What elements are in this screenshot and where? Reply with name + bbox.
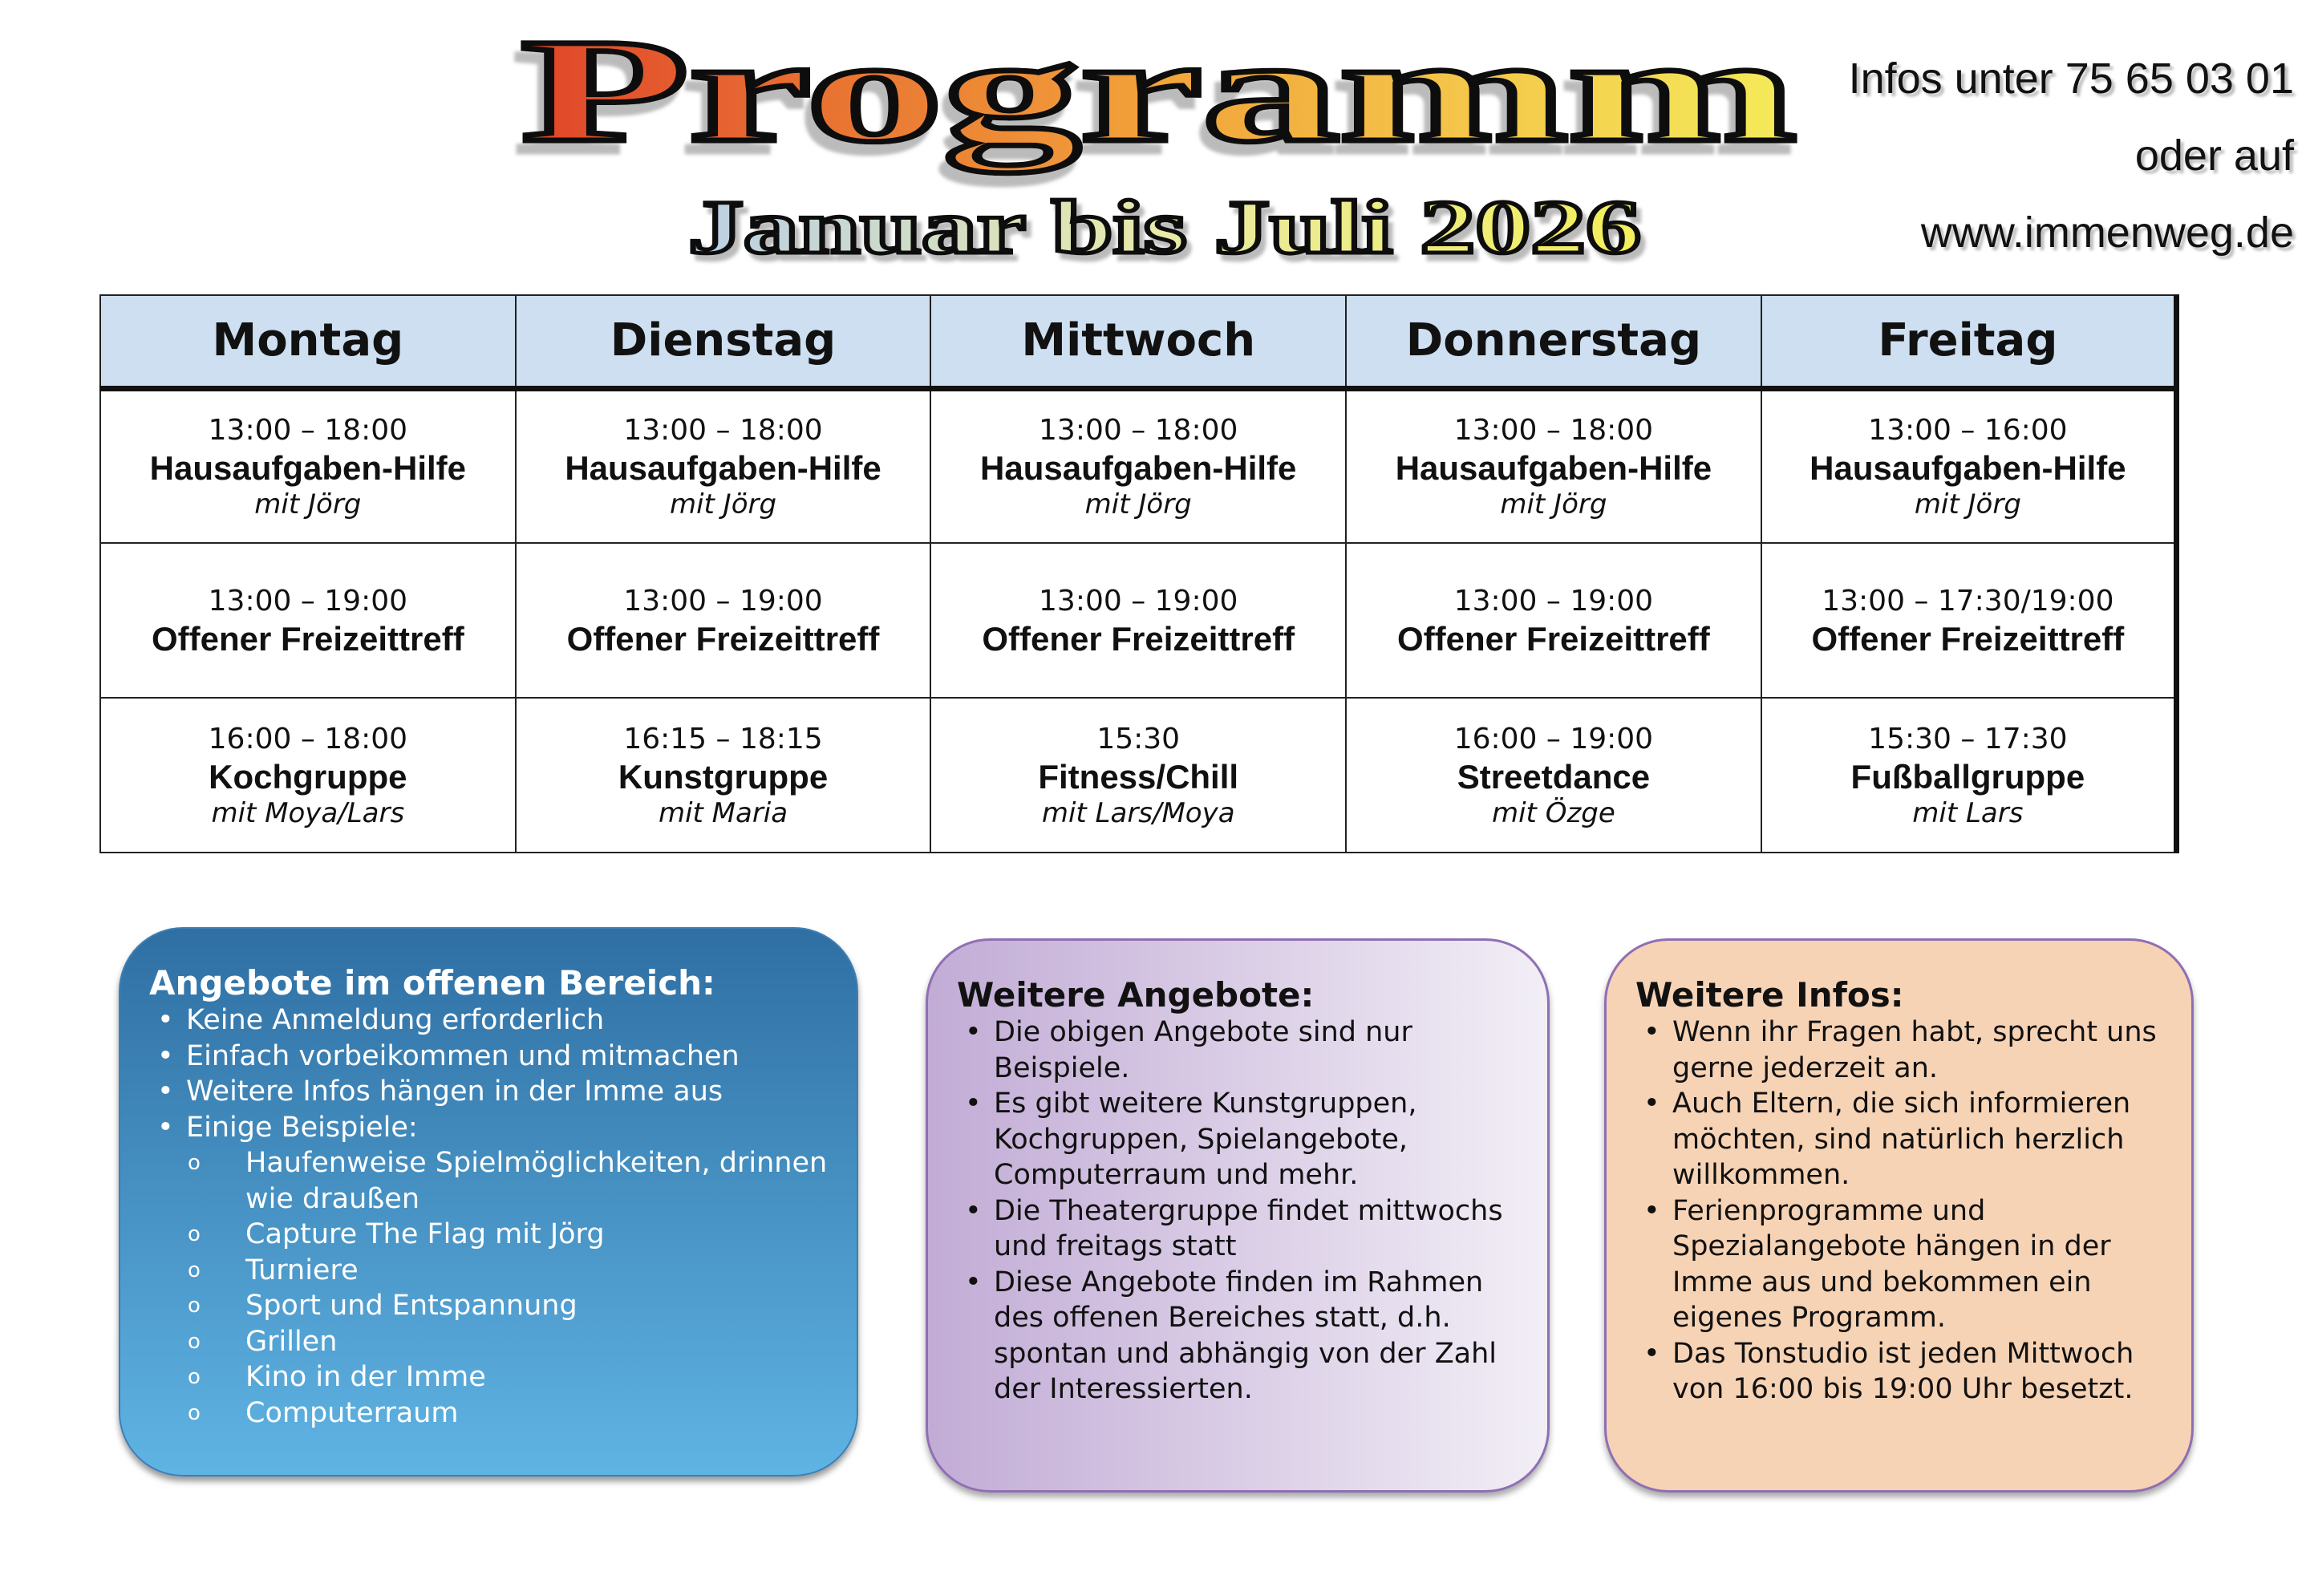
- box-title: Weitere Infos:: [1635, 975, 1904, 1015]
- activity-name: Hausaufgaben-Hilfe: [565, 448, 881, 487]
- activity-name: Hausaufgaben-Hilfe: [1395, 448, 1712, 487]
- time-range: 13:00 – 19:00: [1453, 584, 1654, 618]
- time-range: 13:00 – 19:00: [623, 584, 823, 618]
- time-range: 15:30 – 17:30: [1868, 722, 2068, 755]
- time-range: 16:00 – 18:00: [208, 722, 408, 755]
- box-title: Angebote im offenen Bereich:: [149, 963, 715, 1003]
- activity-name: Offener Freizeittreff: [151, 619, 464, 658]
- activity-name: Hausaufgaben-Hilfe: [149, 448, 467, 487]
- supervisor: mit Özge: [1491, 796, 1615, 829]
- activity-name: Offener Freizeittreff: [1811, 619, 2125, 658]
- supervisor: mit Jörg: [669, 488, 777, 521]
- activity-name: Offener Freizeittreff: [1397, 619, 1710, 658]
- sub-list-item: Computerraum: [149, 1395, 833, 1432]
- activity-name: Offener Freizeittreff: [982, 619, 1295, 658]
- more-info-box: Weitere Infos: Wenn ihr Fragen habt, spr…: [1604, 938, 2194, 1493]
- day-header-montag: Montag: [99, 294, 517, 391]
- activity-name: Streetdance: [1457, 757, 1651, 796]
- time-range: 13:00 – 19:00: [1039, 584, 1238, 618]
- activity-name: Fußballgruppe: [1850, 757, 2085, 796]
- title-banner: Programm Januar bis Juli 2026: [519, 6, 1800, 272]
- sub-list-item: Haufenweise Spielmöglichkeiten, drinnen …: [149, 1145, 833, 1217]
- contact-or: oder auf: [2134, 132, 2294, 180]
- time-range: 13:00 – 17:30/19:00: [1822, 584, 2114, 618]
- list-item: Weitere Infos hängen in der Imme aus: [149, 1074, 833, 1110]
- list-item: Das Tonstudio ist jeden Mittwoch von 16:…: [1635, 1336, 2167, 1408]
- time-range: 13:00 – 19:00: [208, 584, 408, 618]
- activity-name: Kunstgruppe: [618, 757, 829, 796]
- page-subtitle: Januar bis Juli 2026: [688, 184, 1641, 269]
- list-item: Auch Eltern, die sich informieren möchte…: [1635, 1086, 2167, 1193]
- list-item: Ferienprogramme und Spezialangebote häng…: [1635, 1193, 2167, 1336]
- contact-info: Infos unter 75 65 03 01 oder auf www.imm…: [1837, 40, 2294, 271]
- time-range: 16:15 – 18:15: [623, 722, 823, 755]
- time-range: 13:00 – 18:00: [623, 413, 823, 447]
- supervisor: mit Jörg: [254, 488, 362, 521]
- time-range: 15:30: [1096, 722, 1181, 755]
- list-item: Keine Anmeldung erforderlich: [149, 1003, 833, 1039]
- sub-list-item: Turniere: [149, 1253, 833, 1289]
- activity-name: Offener Freizeittreff: [566, 619, 880, 658]
- time-range: 13:00 – 18:00: [208, 413, 408, 447]
- activity-name: Hausaufgaben-Hilfe: [1810, 448, 2126, 487]
- list-item: Diese Angebote finden im Rahmen des offe…: [957, 1265, 1523, 1408]
- supervisor: mit Jörg: [1914, 488, 2021, 521]
- supervisor: mit Jörg: [1084, 488, 1192, 521]
- sub-list-item: Sport und Entspannung: [149, 1288, 833, 1324]
- time-range: 13:00 – 16:00: [1868, 413, 2068, 447]
- supervisor: mit Maria: [658, 796, 788, 829]
- day-header-dienstag: Dienstag: [514, 294, 932, 391]
- box-title: Weitere Angebote:: [957, 975, 1315, 1015]
- page-title: Programm: [521, 9, 1797, 173]
- list-item: Die Theatergruppe findet mittwochs und f…: [957, 1193, 1523, 1265]
- sub-list-item: Kino in der Imme: [149, 1359, 833, 1395]
- activity-name: Fitness/Chill: [1038, 757, 1239, 796]
- supervisor: mit Lars/Moya: [1041, 796, 1235, 829]
- list-item: Es gibt weitere Kunstgruppen, Kochgruppe…: [957, 1086, 1523, 1193]
- sub-list-item: Capture The Flag mit Jörg: [149, 1217, 833, 1253]
- contact-website[interactable]: www.immenweg.de: [1920, 209, 2294, 257]
- list-item: Einige Beispiele:: [149, 1110, 833, 1146]
- list-item: Die obigen Angebote sind nur Beispiele.: [957, 1015, 1523, 1086]
- open-area-box: Angebote im offenen Bereich: Keine Anmel…: [119, 927, 858, 1477]
- activity-name: Hausaufgaben-Hilfe: [980, 448, 1297, 487]
- contact-phone: Infos unter 75 65 03 01: [1848, 55, 2294, 103]
- more-offers-box: Weitere Angebote: Die obigen Angebote si…: [926, 938, 1550, 1493]
- sub-list-item: Grillen: [149, 1324, 833, 1360]
- time-range: 16:00 – 19:00: [1453, 722, 1654, 755]
- supervisor: mit Lars: [1912, 796, 2024, 829]
- time-range: 13:00 – 18:00: [1453, 413, 1654, 447]
- activity-name: Kochgruppe: [209, 757, 407, 796]
- day-header-mittwoch: Mittwoch: [930, 294, 1348, 391]
- supervisor: mit Jörg: [1500, 488, 1607, 521]
- list-item: Einfach vorbeikommen und mitmachen: [149, 1039, 833, 1075]
- supervisor: mit Moya/Lars: [211, 796, 405, 829]
- day-header-donnerstag: Donnerstag: [1345, 294, 1762, 391]
- list-item: Wenn ihr Fragen habt, sprecht uns gerne …: [1635, 1015, 2167, 1086]
- time-range: 13:00 – 18:00: [1039, 413, 1238, 447]
- day-header-freitag: Freitag: [1760, 294, 2178, 391]
